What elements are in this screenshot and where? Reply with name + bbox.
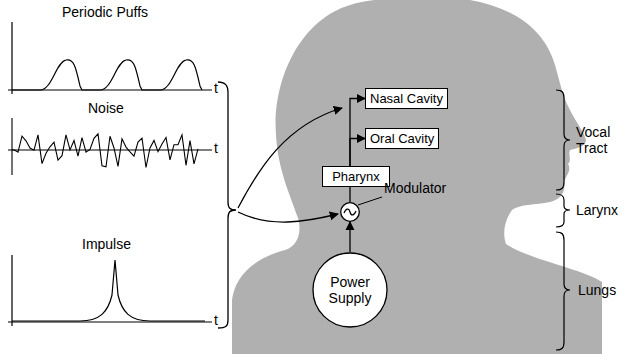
region-label: Vocal Tract [576,124,626,156]
process-box: Pharynx [322,166,390,187]
connector [350,99,365,167]
waveform-noise [8,118,212,175]
region-label: Larynx [576,202,618,218]
waveform-puffs [8,22,212,94]
axis-label: t [214,140,218,156]
bracket [218,82,236,328]
modulator-circle [340,202,360,222]
box-label: Nasal Cavity [370,91,443,106]
box-label: Pharynx [327,169,385,184]
process-box: Nasal Cavity [365,88,448,109]
connector [349,222,350,252]
box-label: Oral Cavity [370,131,434,146]
brace [556,232,570,350]
region-label: Lungs [578,282,616,298]
waveform-title: Periodic Puffs [62,4,148,20]
connector [349,187,350,202]
connector [350,139,365,167]
brace [556,194,570,227]
leader-line [358,197,382,205]
circle-label: Power Supply [320,274,380,306]
source-arrow [238,108,342,208]
brace [556,90,570,190]
waveform-title: Impulse [82,236,131,252]
process-box: Oral Cavity [365,128,439,149]
source-arrow [238,212,338,222]
modulator-label: Modulator [384,180,446,196]
axis-label: t [214,80,218,96]
power-supply-circle: Power Supply [312,252,388,328]
head-silhouette [232,0,602,354]
axis-label: t [214,312,218,328]
modulator-symbol: Modulator [340,202,360,222]
waveform-impulse [8,255,212,326]
waveform-title: Noise [88,100,124,116]
